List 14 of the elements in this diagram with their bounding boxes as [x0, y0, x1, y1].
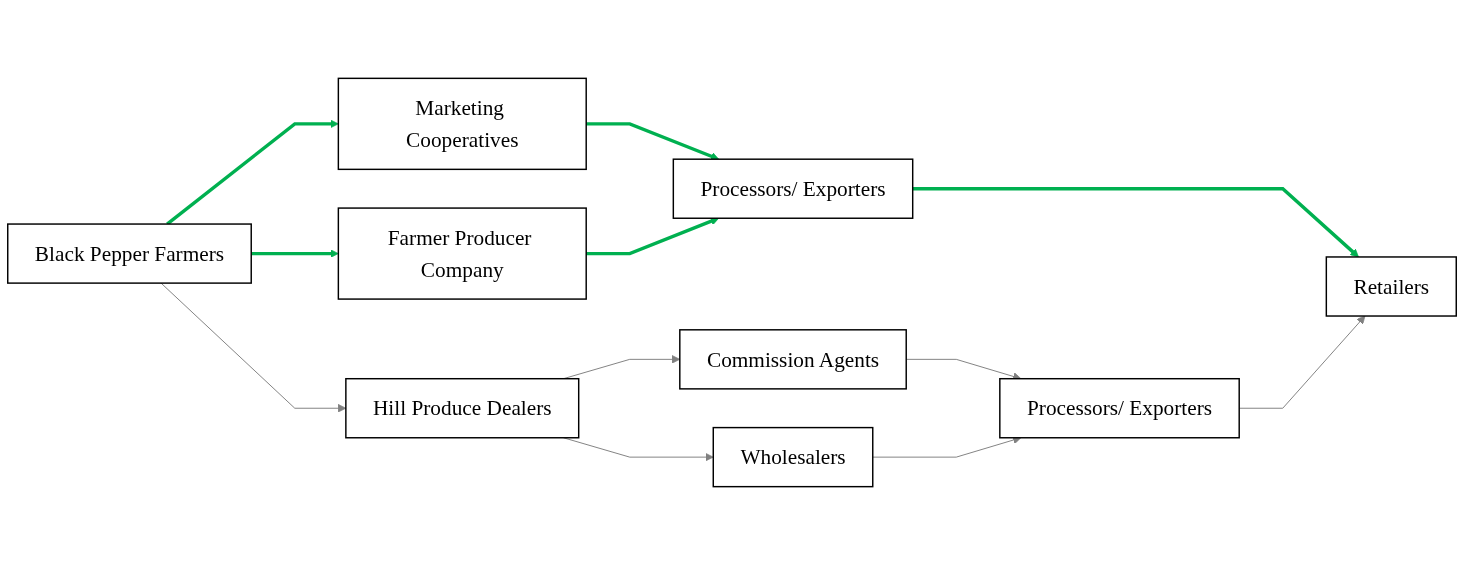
node-box: Wholesalers [712, 426, 874, 488]
node-box: Black Pepper Farmers [7, 223, 252, 284]
arrow [586, 122, 720, 161]
node-box: Commission Agents [679, 329, 907, 390]
node-box: Retailers [1325, 256, 1457, 317]
node-box: Processors/ Exporters [672, 158, 914, 219]
node-box: Farmer Producer Company [337, 207, 587, 300]
arrow [586, 217, 720, 256]
arrow [912, 187, 1359, 258]
arrow [251, 249, 339, 258]
node-box: Marketing Cooperatives [337, 77, 587, 171]
node-box: Processors/ Exporters [999, 378, 1240, 439]
arrow [166, 119, 339, 226]
node-box: Hill Produce Dealers [345, 378, 580, 439]
